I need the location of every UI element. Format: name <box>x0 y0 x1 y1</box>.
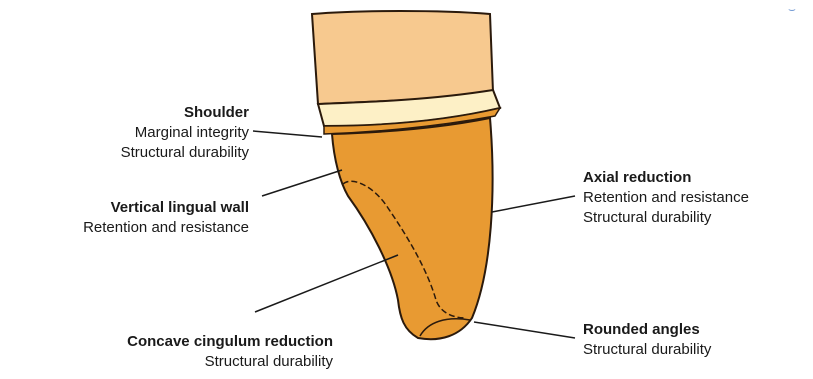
label-concave-cingulum-reduction-line-1: Structural durability <box>127 352 333 372</box>
corner-glyph-icon: ⌣ <box>788 2 796 17</box>
label-vertical-lingual-wall-line-1: Retention and resistance <box>83 218 249 238</box>
label-vertical-lingual-wall-title: Vertical lingual wall <box>83 198 249 218</box>
label-shoulder-line-2: Structural durability <box>121 143 249 163</box>
label-shoulder: Shoulder Marginal integrity Structural d… <box>121 103 249 163</box>
prepared-tooth-body <box>332 118 493 339</box>
label-rounded-angles-title: Rounded angles <box>583 320 711 340</box>
leader-vertical-lingual-wall <box>262 170 342 196</box>
label-vertical-lingual-wall: Vertical lingual wall Retention and resi… <box>83 198 249 238</box>
leader-axial-reduction <box>492 196 575 212</box>
label-axial-reduction-line-1: Retention and resistance <box>583 188 749 208</box>
label-concave-cingulum-reduction: Concave cingulum reduction Structural du… <box>127 332 333 372</box>
label-axial-reduction-line-2: Structural durability <box>583 208 749 228</box>
label-rounded-angles: Rounded angles Structural durability <box>583 320 711 360</box>
label-shoulder-title: Shoulder <box>121 103 249 123</box>
leader-concave-cingulum <box>255 255 398 312</box>
label-shoulder-line-1: Marginal integrity <box>121 123 249 143</box>
label-concave-cingulum-reduction-title: Concave cingulum reduction <box>127 332 333 352</box>
label-axial-reduction-title: Axial reduction <box>583 168 749 188</box>
leader-rounded-angles <box>474 322 575 338</box>
tooth-root <box>312 11 493 104</box>
label-axial-reduction: Axial reduction Retention and resistance… <box>583 168 749 228</box>
label-rounded-angles-line-1: Structural durability <box>583 340 711 360</box>
leader-shoulder <box>253 131 322 137</box>
